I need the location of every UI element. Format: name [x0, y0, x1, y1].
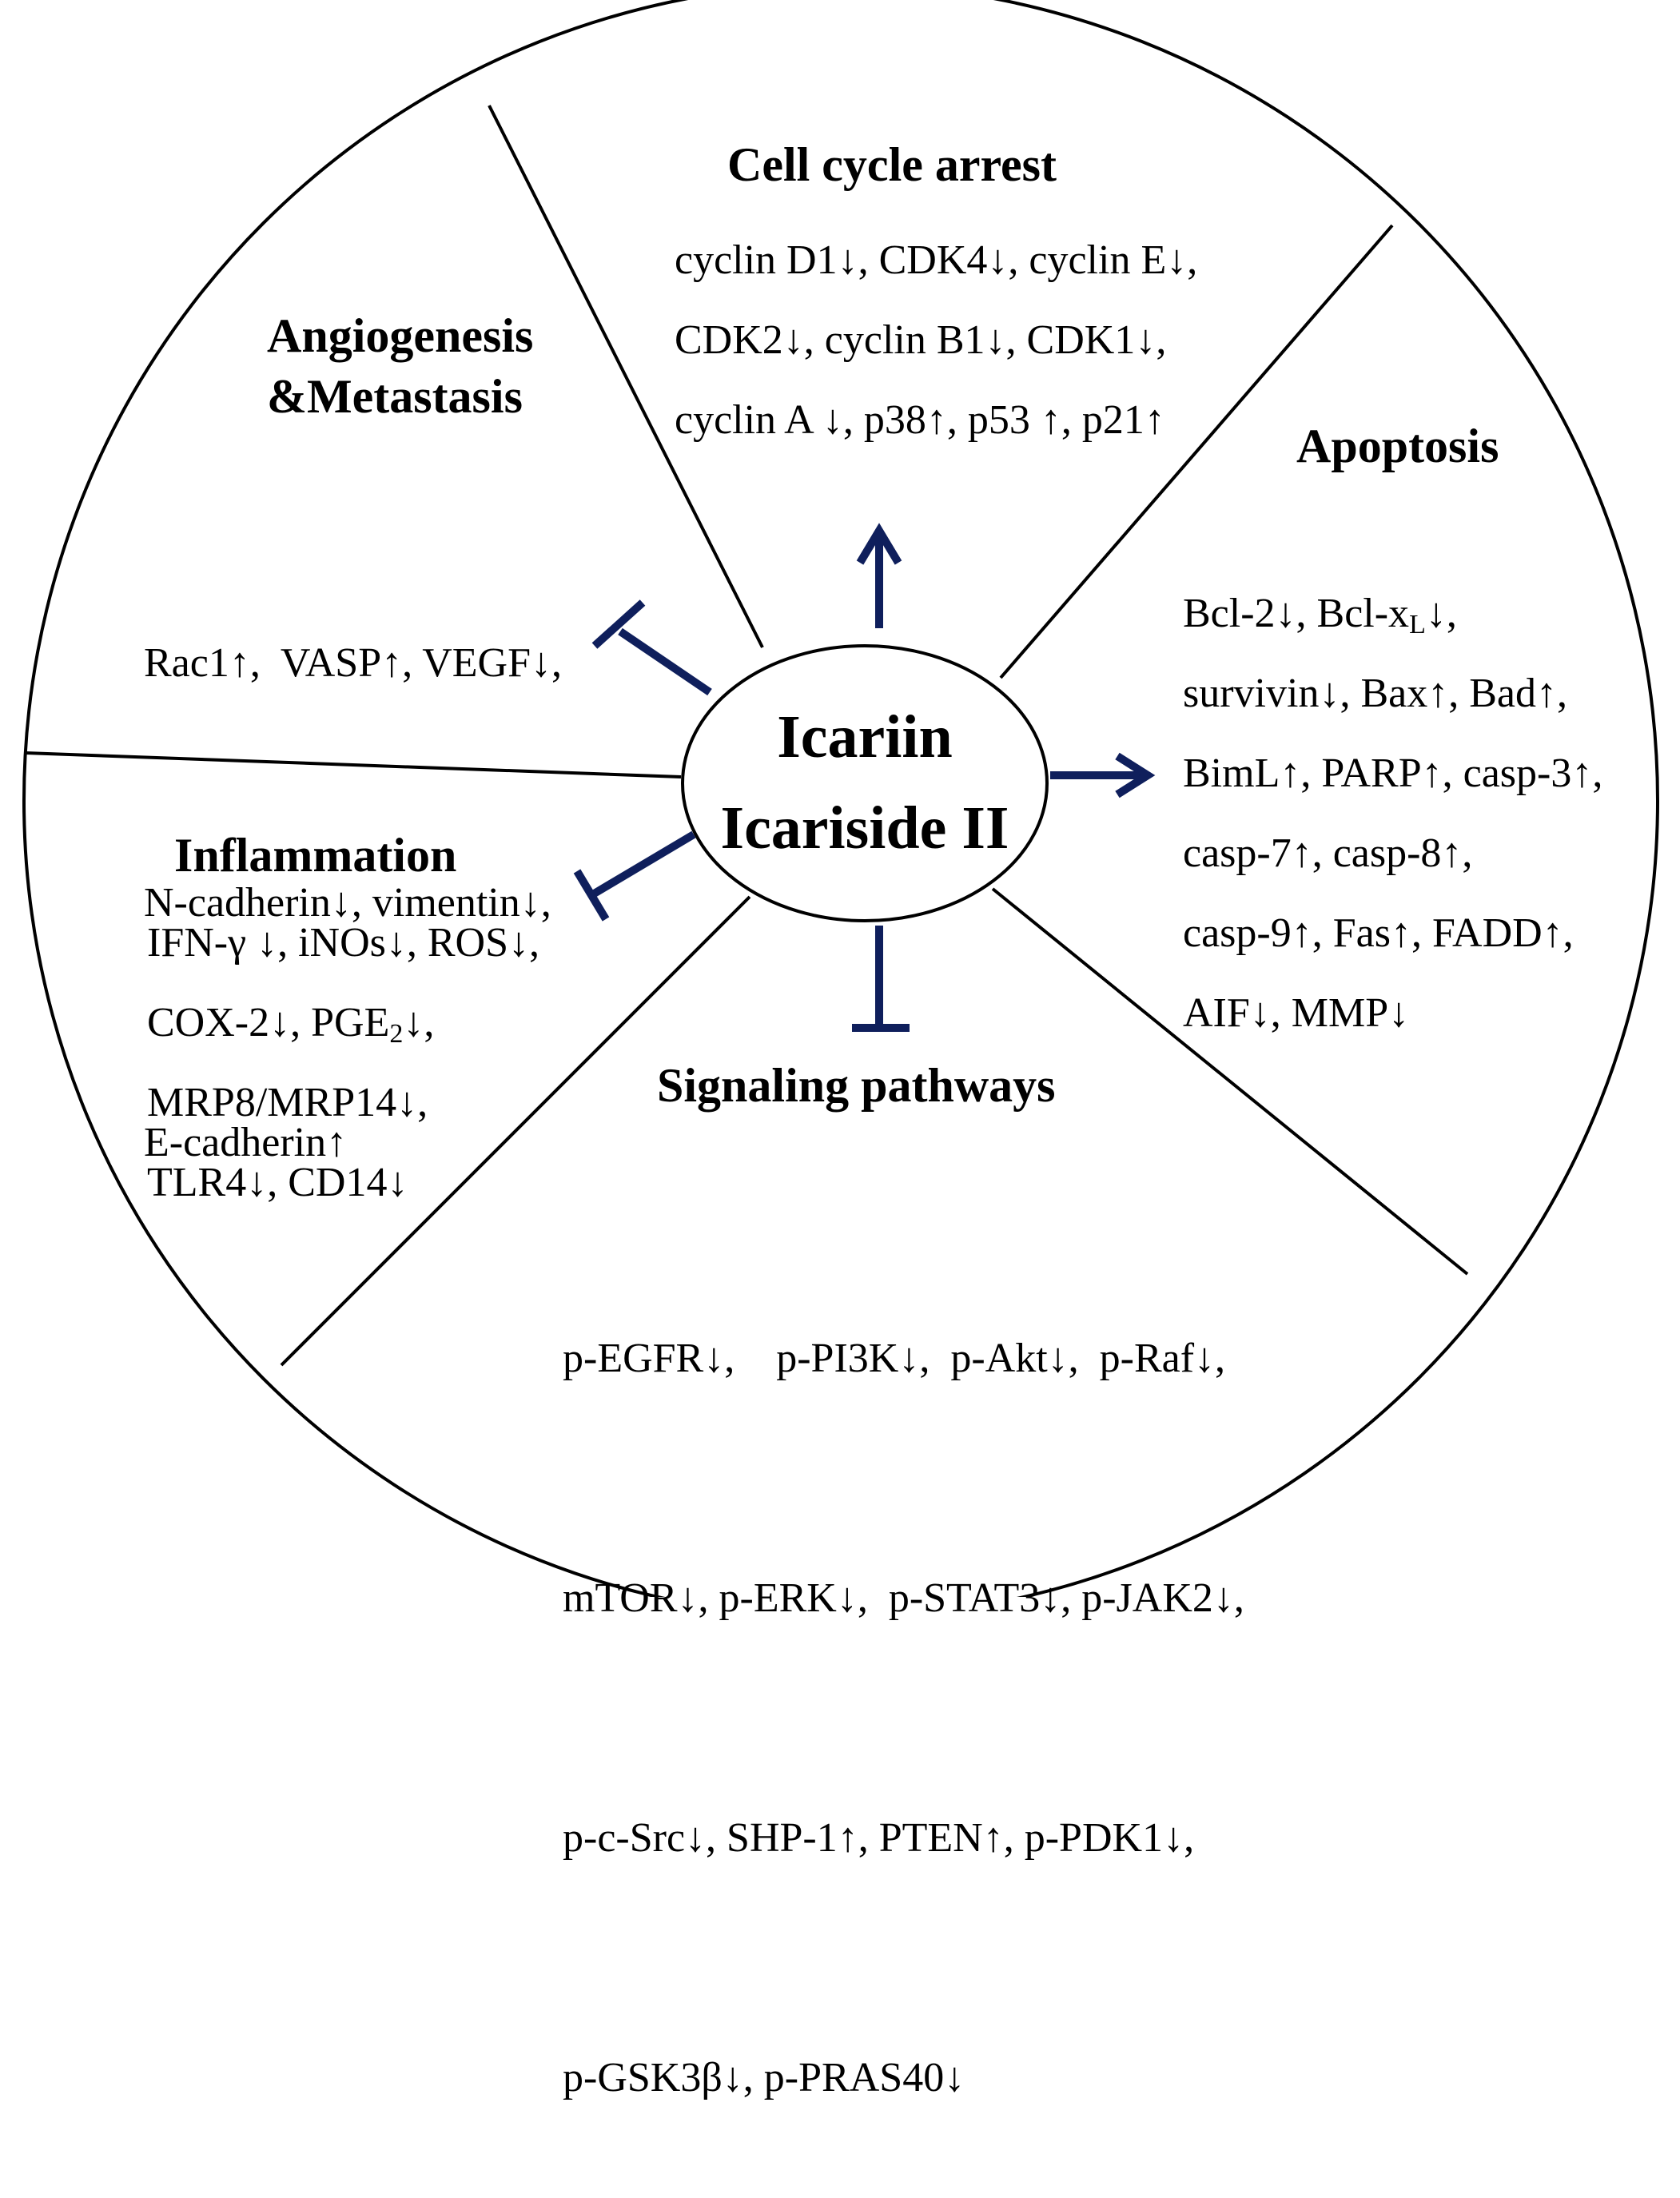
signaling-line: mTOR↓, p-ERK↓, p-STAT3↓, p-JAK2↓,	[563, 1575, 1244, 1621]
heading-angiogenesis: Angiogenesis &Metastasis	[267, 305, 533, 427]
inflammation-line: IFN-γ ↓, iNOs↓, ROS↓,	[147, 920, 540, 966]
inflammation-line: TLR4↓, CD14↓	[147, 1160, 408, 1205]
signaling-line: p-GSK3β↓, p-PRAS40↓	[563, 2055, 965, 2100]
divider-apoptosis-signaling	[991, 887, 1469, 1276]
heading-inflammation: Inflammation	[174, 829, 457, 882]
apoptosis-line: BimL↑, PARP↑, casp-3↑,	[1183, 751, 1603, 796]
outer-circle	[22, 0, 1659, 1597]
diagram-canvas	[22, 0, 1659, 1597]
inhibitor-signaling	[852, 926, 910, 1032]
entries-angiogenesis: Rac1↑, VASP↑, VEGF↓, N-cadherin↓, viment…	[144, 464, 562, 1263]
cell-cycle-line: cyclin D1↓, CDK4↓, cyclin E↓,	[675, 237, 1198, 283]
signaling-line: p-c-Src↓, SHP-1↑, PTEN↑, p-PDK1↓,	[563, 1815, 1195, 1861]
divider-cellcycle-apoptosis	[999, 224, 1394, 679]
heading-angiogenesis-line1: Angiogenesis	[267, 309, 534, 362]
center-label-icariside: Icariside II	[720, 794, 1009, 862]
divider-angiogenesis-cellcycle	[488, 105, 764, 648]
heading-signaling: Signaling pathways	[657, 1059, 1056, 1112]
inflammation-line: COX-2↓, PGE2↓,	[147, 1000, 435, 1049]
divider-inflammation-angiogenesis	[25, 751, 682, 778]
arrow-apoptosis	[1050, 752, 1156, 798]
angiogenesis-line: N-cadherin↓, vimentin↓,	[144, 880, 551, 926]
divider-signaling-inflammation	[280, 895, 751, 1367]
entries-signaling: p-EGFR↓, p-PI3K↓, p-Akt↓, p-Raf↓, mTOR↓,…	[563, 1159, 1244, 2198]
inflammation-line: MRP8/MRP14↓,	[147, 1080, 428, 1125]
arrow-cell-cycle	[856, 523, 902, 628]
center-ellipse	[681, 644, 1049, 922]
signaling-line: p-EGFR↓, p-PI3K↓, p-Akt↓, p-Raf↓,	[563, 1336, 1226, 1381]
inhibitor-angiogenesis	[591, 599, 712, 696]
cell-cycle-line: cyclin A ↓, p38↑, p53 ↑, p21↑	[675, 397, 1165, 443]
apoptosis-line: casp-9↑, Fas↑, FADD↑,	[1183, 910, 1574, 956]
apoptosis-line: Bcl-2↓, Bcl-xL↓,	[1183, 591, 1457, 639]
apoptosis-line: AIF↓, MMP↓	[1183, 990, 1410, 1036]
entries-apoptosis: Bcl-2↓, Bcl-xL↓, survivin↓, Bax↑, Bad↑, …	[1183, 574, 1602, 1053]
inhibitor-inflammation	[573, 830, 696, 922]
heading-apoptosis: Apoptosis	[1296, 420, 1499, 472]
angiogenesis-line: E-cadherin↑	[144, 1120, 348, 1165]
cell-cycle-line: CDK2↓, cyclin B1↓, CDK1↓,	[675, 317, 1167, 363]
entries-inflammation: IFN-γ ↓, iNOs↓, ROS↓, COX-2↓, PGE2↓, MRP…	[147, 903, 539, 1223]
apoptosis-line: survivin↓, Bax↑, Bad↑,	[1183, 671, 1567, 716]
apoptosis-line: casp-7↑, casp-8↑,	[1183, 830, 1473, 876]
heading-cell-cycle: Cell cycle arrest	[727, 138, 1057, 191]
angiogenesis-line: Rac1↑, VASP↑, VEGF↓,	[144, 640, 562, 686]
heading-angiogenesis-line2: &Metastasis	[267, 370, 523, 423]
center-label-icariin: Icariin	[777, 703, 953, 770]
entries-cell-cycle: cyclin D1↓, CDK4↓, cyclin E↓, CDK2↓, cyc…	[675, 221, 1197, 460]
